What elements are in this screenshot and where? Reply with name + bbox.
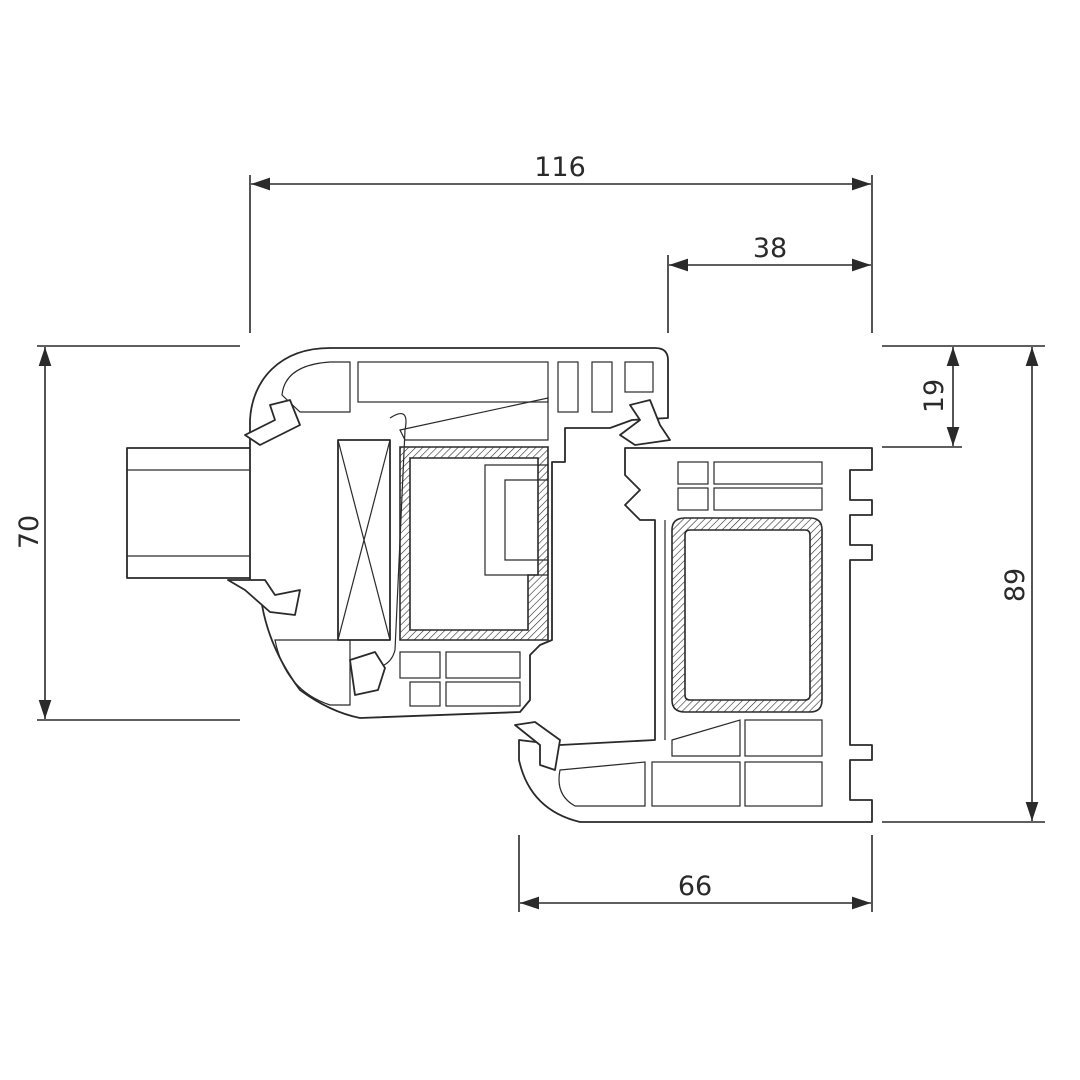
dimension-label-70: 70 [14,515,45,549]
dimension-38: 38 [667,233,871,333]
dimension-label-116: 116 [534,152,586,183]
dimension-70: 70 [14,345,240,721]
dimension-19: 19 [882,345,1045,448]
dimension-116: 116 [249,152,873,333]
dimension-label-19: 19 [919,379,950,413]
gaskets [227,399,671,771]
dimension-label-66: 66 [678,871,712,902]
sash-profile [249,347,669,719]
sash-reinforcement [399,446,549,641]
dimension-label-38: 38 [753,233,787,264]
dimension-89: 89 [882,347,1045,823]
frame-reinforcement [671,517,823,713]
dimension-label-89: 89 [1000,568,1031,602]
dimension-66: 66 [518,835,873,912]
frame-profile [518,447,873,823]
